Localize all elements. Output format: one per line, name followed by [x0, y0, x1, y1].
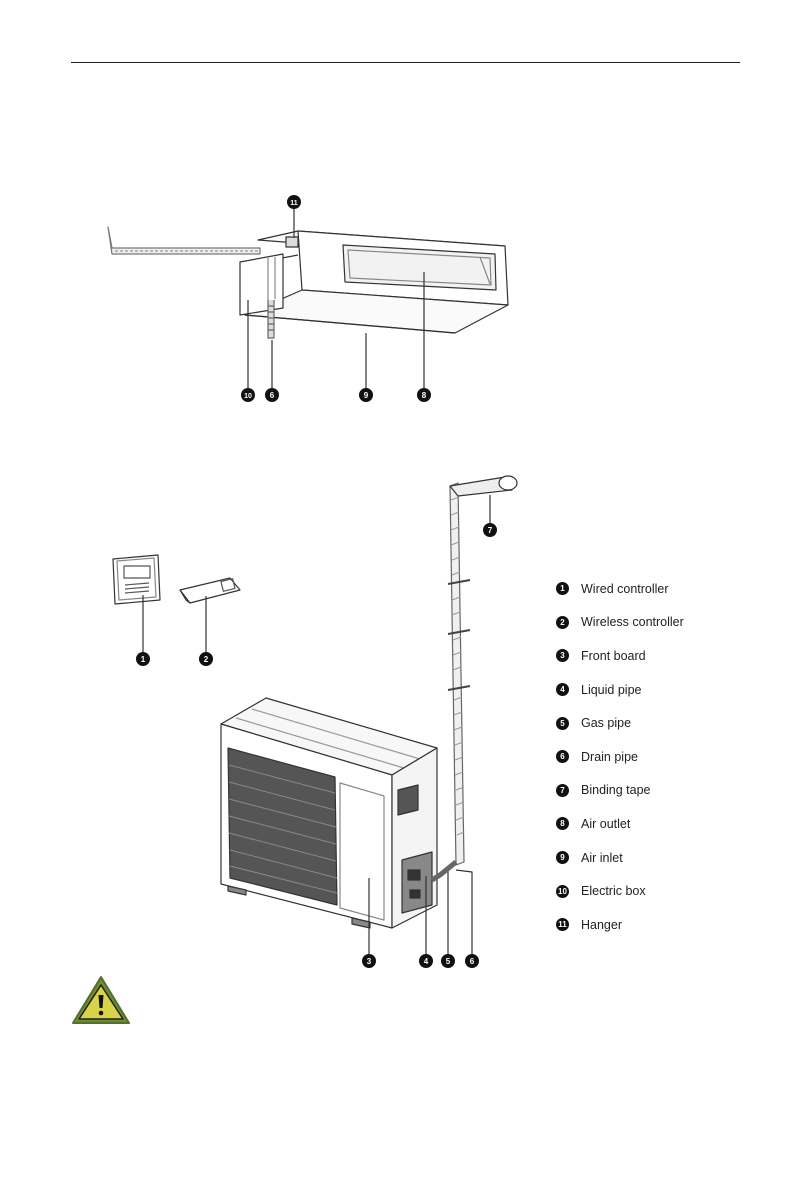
legend-item: 6 Drain pipe: [556, 740, 684, 774]
legend-label: Gas pipe: [581, 716, 631, 730]
svg-text:2: 2: [204, 655, 209, 664]
outdoor-unit: [221, 698, 472, 954]
indoor-unit: [108, 208, 508, 388]
callout-air-outlet: 8: [417, 388, 431, 402]
svg-text:11: 11: [290, 200, 298, 207]
hanger: [286, 237, 298, 247]
legend-item: 7 Binding tape: [556, 774, 684, 808]
callout-wireless-controller: 2: [199, 652, 213, 666]
svg-text:6: 6: [470, 957, 475, 966]
pipe-bundle: [432, 476, 517, 880]
legend-item: 5 Gas pipe: [556, 706, 684, 740]
legend-item: 9 Air inlet: [556, 841, 684, 875]
legend-number: 4: [556, 683, 569, 696]
legend-label: Wireless controller: [581, 615, 684, 629]
service-valves: [402, 852, 432, 913]
legend-number: 11: [556, 918, 569, 931]
callout-drain-outdoor: 6: [465, 954, 479, 968]
legend-number: 3: [556, 649, 569, 662]
legend-item: 8 Air outlet: [556, 807, 684, 841]
legend-label: Air inlet: [581, 851, 623, 865]
legend-item: 2 Wireless controller: [556, 606, 684, 640]
legend-label: Drain pipe: [581, 750, 638, 764]
legend-number: 10: [556, 885, 569, 898]
legend-number: 6: [556, 750, 569, 763]
legend-label: Wired controller: [581, 582, 669, 596]
svg-text:7: 7: [488, 526, 493, 535]
legend-item: 3 Front board: [556, 639, 684, 673]
wireless-controller: [180, 578, 240, 652]
callout-wired-controller: 1: [136, 652, 150, 666]
svg-text:6: 6: [270, 391, 275, 400]
front-board: [340, 783, 384, 920]
legend-number: 9: [556, 851, 569, 864]
wired-controller: [113, 555, 160, 652]
callout-liquid-pipe: 4: [419, 954, 433, 968]
callout-air-inlet: 9: [359, 388, 373, 402]
legend-item: 10 Electric box: [556, 874, 684, 908]
legend-label: Electric box: [581, 884, 646, 898]
electric-box: [240, 254, 283, 315]
warning-triangle-icon: [73, 977, 129, 1023]
indoor-pipe-bundle: [108, 227, 260, 254]
legend-label: Air outlet: [581, 817, 630, 831]
callout-electric-box: 10: [241, 388, 255, 402]
svg-text:1: 1: [141, 655, 146, 664]
callout-hanger: 11: [287, 195, 301, 209]
legend-label: Hanger: [581, 918, 622, 932]
legend-number: 2: [556, 616, 569, 629]
legend-label: Binding tape: [581, 783, 651, 797]
parts-legend: 1 Wired controller 2 Wireless controller 3…: [556, 572, 684, 942]
legend-label: Front board: [581, 649, 646, 663]
legend-item: 4 Liquid pipe: [556, 673, 684, 707]
svg-text:10: 10: [244, 393, 252, 400]
svg-text:4: 4: [424, 957, 429, 966]
legend-number: 8: [556, 817, 569, 830]
legend-number: 7: [556, 784, 569, 797]
legend-item: 11 Hanger: [556, 908, 684, 942]
svg-text:8: 8: [422, 391, 427, 400]
legend-label: Liquid pipe: [581, 683, 641, 697]
legend-number: 1: [556, 582, 569, 595]
svg-text:9: 9: [364, 391, 369, 400]
callout-front-board: 3: [362, 954, 376, 968]
legend-number: 5: [556, 717, 569, 730]
callout-gas-pipe: 5: [441, 954, 455, 968]
callout-binding-tape: 7: [483, 523, 497, 537]
svg-text:5: 5: [446, 957, 451, 966]
svg-text:3: 3: [367, 957, 372, 966]
callout-drain-indoor: 6: [265, 388, 279, 402]
legend-item: 1 Wired controller: [556, 572, 684, 606]
